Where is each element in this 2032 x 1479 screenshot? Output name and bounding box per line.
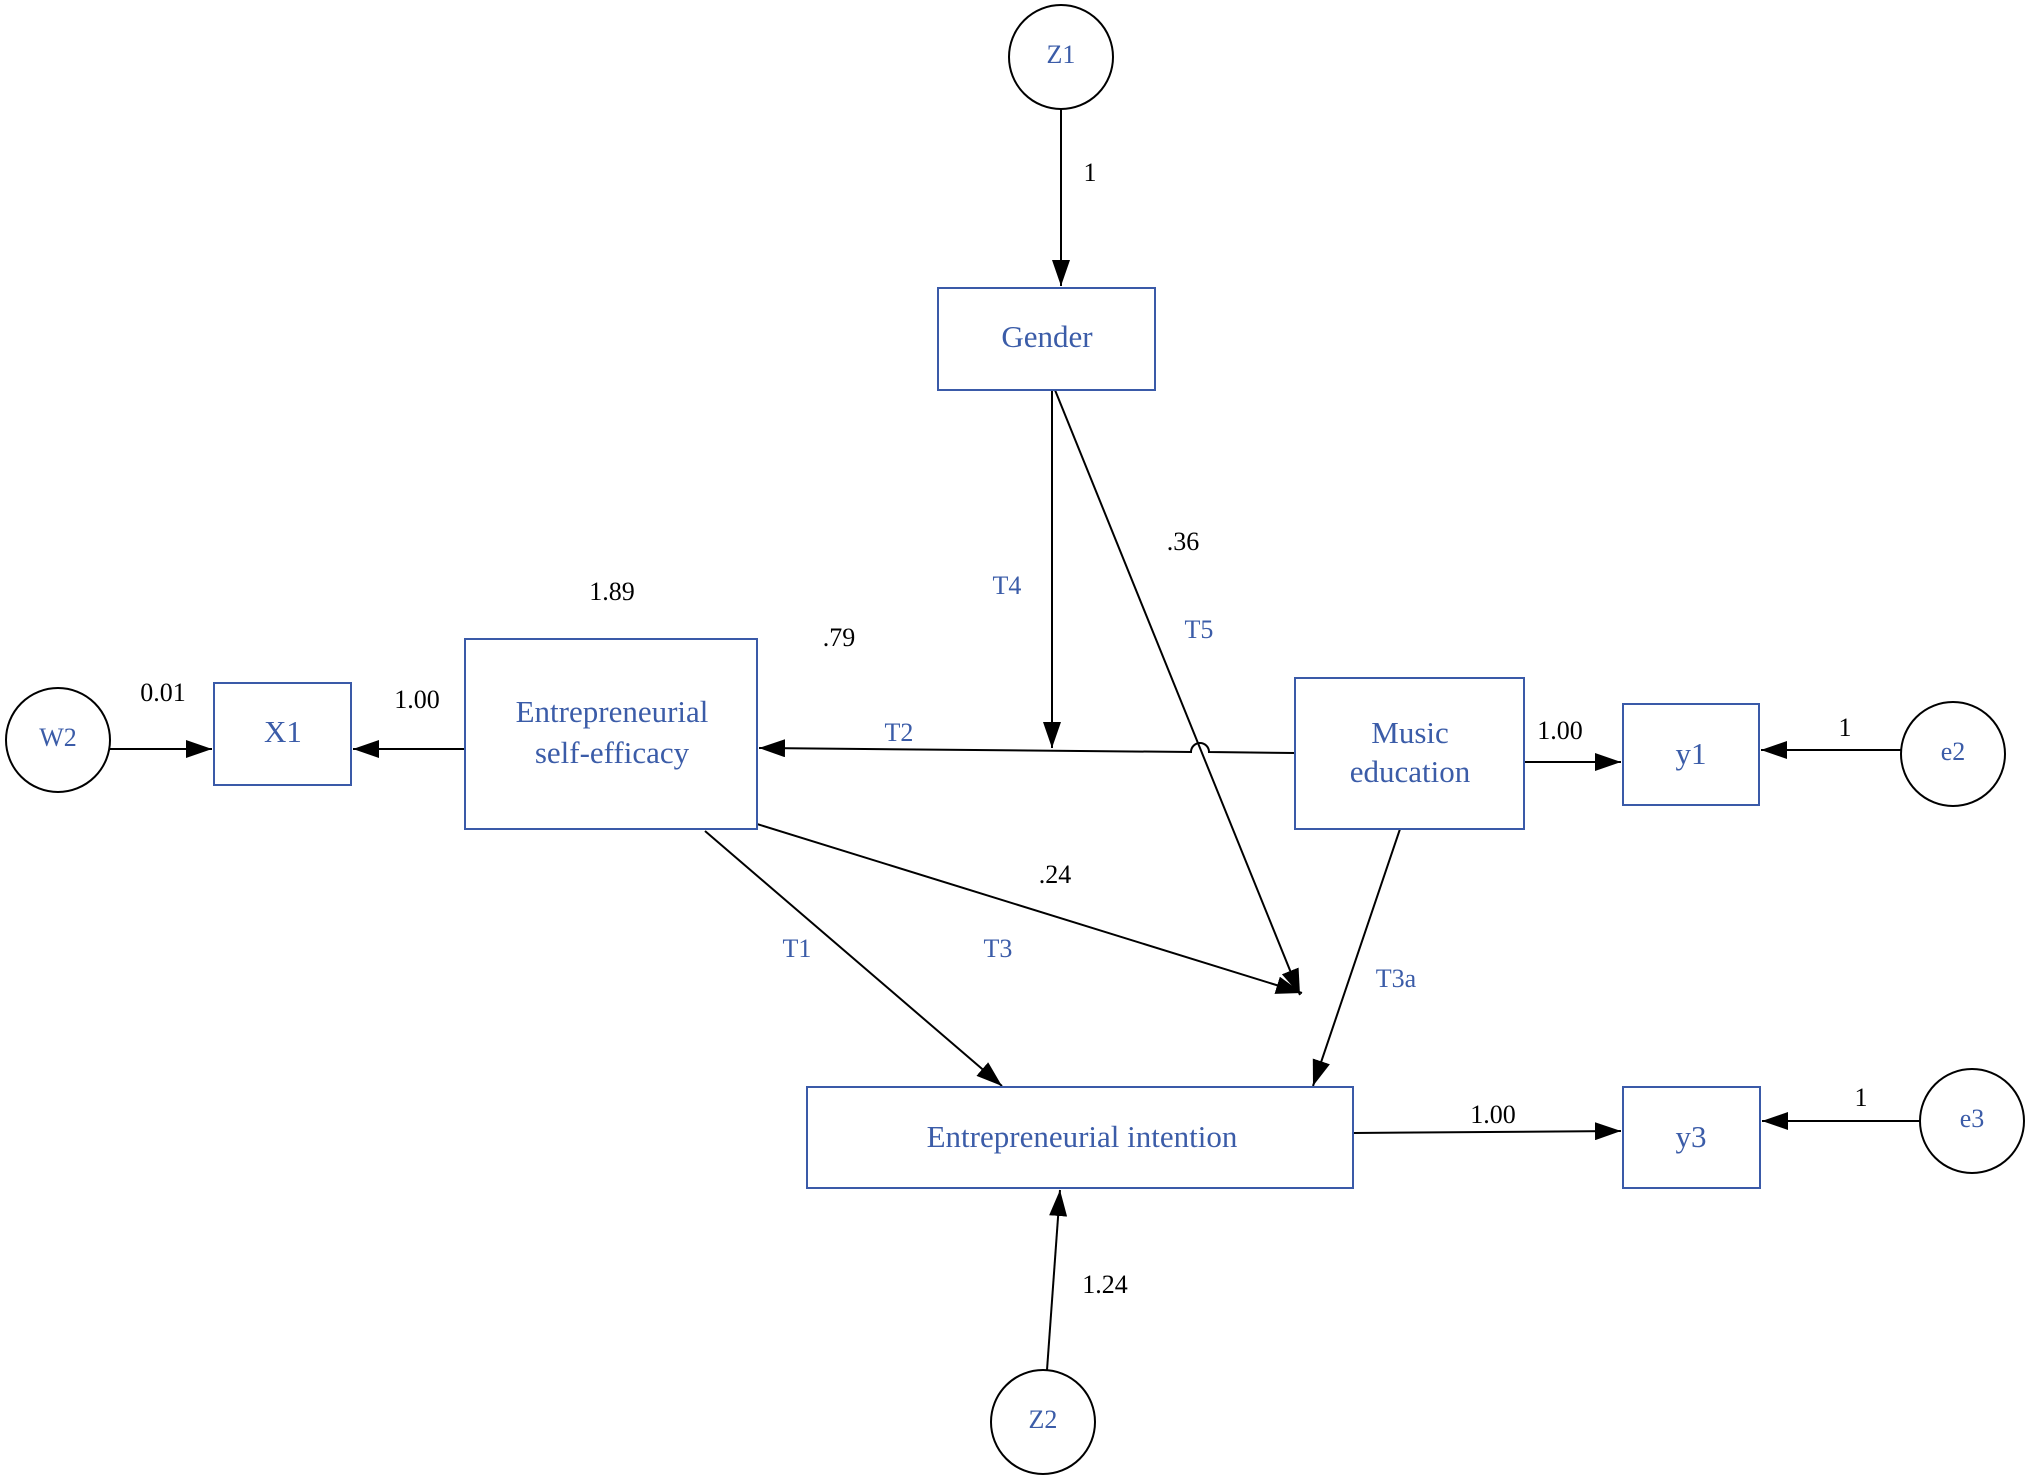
path-label-t3a: T3a xyxy=(1376,964,1417,993)
coefficient-intention-y3: 1.00 xyxy=(1470,1100,1516,1129)
self-efficacy-box xyxy=(464,638,758,830)
arrow-z2-to-intention xyxy=(1046,1189,1068,1371)
node-e2: e2 xyxy=(1900,701,2006,807)
node-music-education: Music education xyxy=(1294,677,1525,830)
z1-label: Z1 xyxy=(1047,40,1076,69)
y3-box xyxy=(1622,1086,1761,1189)
music-education-label-line-1: Music xyxy=(1371,715,1449,750)
gender-label: Gender xyxy=(1001,319,1093,354)
coefficient-gender-moderation: .36 xyxy=(1167,527,1200,556)
y1-label: y1 xyxy=(1676,736,1707,771)
intention-box xyxy=(806,1086,1354,1189)
path-label-t1: T1 xyxy=(783,934,812,963)
w2-label: W2 xyxy=(39,723,77,752)
node-self-efficacy: Entrepreneurial self-efficacy xyxy=(464,638,758,830)
node-w2: W2 xyxy=(5,687,111,793)
coefficient-self-efficacy-x1: 1.00 xyxy=(394,685,440,714)
node-gender: Gender xyxy=(937,287,1156,391)
node-intention: Entrepreneurial intention xyxy=(806,1086,1354,1189)
arrow-gender-to-moderation xyxy=(1054,389,1301,996)
music-education-box xyxy=(1294,677,1525,830)
e3-label: e3 xyxy=(1960,1104,1985,1133)
x1-box xyxy=(213,682,352,786)
x1-label: X1 xyxy=(264,714,302,749)
coefficient-e3-y3: 1 xyxy=(1855,1083,1868,1112)
coefficients: 1 1.89 .79 .36 0.01 1.00 1.00 1 .24 1.00… xyxy=(140,158,1867,1299)
coefficient-music-self-efficacy: .79 xyxy=(823,623,856,652)
coefficient-music-y1: 1.00 xyxy=(1537,716,1583,745)
y3-label: y3 xyxy=(1676,1119,1707,1154)
edges xyxy=(110,109,1921,1371)
path-label-t2: T2 xyxy=(885,718,914,747)
path-label-t5: T5 xyxy=(1185,615,1214,644)
intention-label: Entrepreneurial intention xyxy=(927,1119,1238,1154)
arrow-music-to-intention xyxy=(1312,828,1401,1087)
coefficient-e2-y1: 1 xyxy=(1839,713,1852,742)
node-z1: Z1 xyxy=(1008,4,1114,110)
arrow-self-efficacy-to-intention xyxy=(704,830,1003,1087)
node-y3: y3 xyxy=(1622,1086,1761,1189)
node-e3: e3 xyxy=(1919,1068,2025,1174)
self-efficacy-label-line-1: Entrepreneurial xyxy=(516,694,709,729)
node-y1: y1 xyxy=(1622,703,1760,806)
arrow-music-to-self-efficacy xyxy=(758,739,1296,758)
e2-label: e2 xyxy=(1941,737,1966,766)
z2-circle xyxy=(990,1369,1096,1475)
music-education-label-line-2: education xyxy=(1350,754,1471,789)
gender-box xyxy=(937,287,1156,391)
coefficient-self-efficacy-variance: 1.89 xyxy=(589,577,635,606)
path-labels: T4 T5 T2 T1 T3 T3a xyxy=(783,571,1417,993)
node-x1: X1 xyxy=(213,682,352,786)
z1-circle xyxy=(1008,4,1114,110)
w2-circle xyxy=(5,687,111,793)
e3-circle xyxy=(1919,1068,2025,1174)
coefficient-z2-intention: 1.24 xyxy=(1082,1270,1128,1299)
coefficient-self-efficacy-moderation: .24 xyxy=(1039,860,1072,889)
coefficient-z1-gender: 1 xyxy=(1084,158,1097,187)
node-z2: Z2 xyxy=(990,1369,1096,1475)
y1-box xyxy=(1622,703,1760,806)
self-efficacy-label-line-2: self-efficacy xyxy=(535,735,690,770)
arrow-intention-to-y3 xyxy=(1352,1122,1622,1141)
path-label-t3: T3 xyxy=(984,934,1013,963)
path-label-t4: T4 xyxy=(993,571,1022,600)
arrow-self-efficacy-to-moderation xyxy=(756,823,1303,994)
coefficient-w2-x1: 0.01 xyxy=(140,678,186,707)
e2-circle xyxy=(1900,701,2006,807)
z2-label: Z2 xyxy=(1029,1405,1058,1434)
